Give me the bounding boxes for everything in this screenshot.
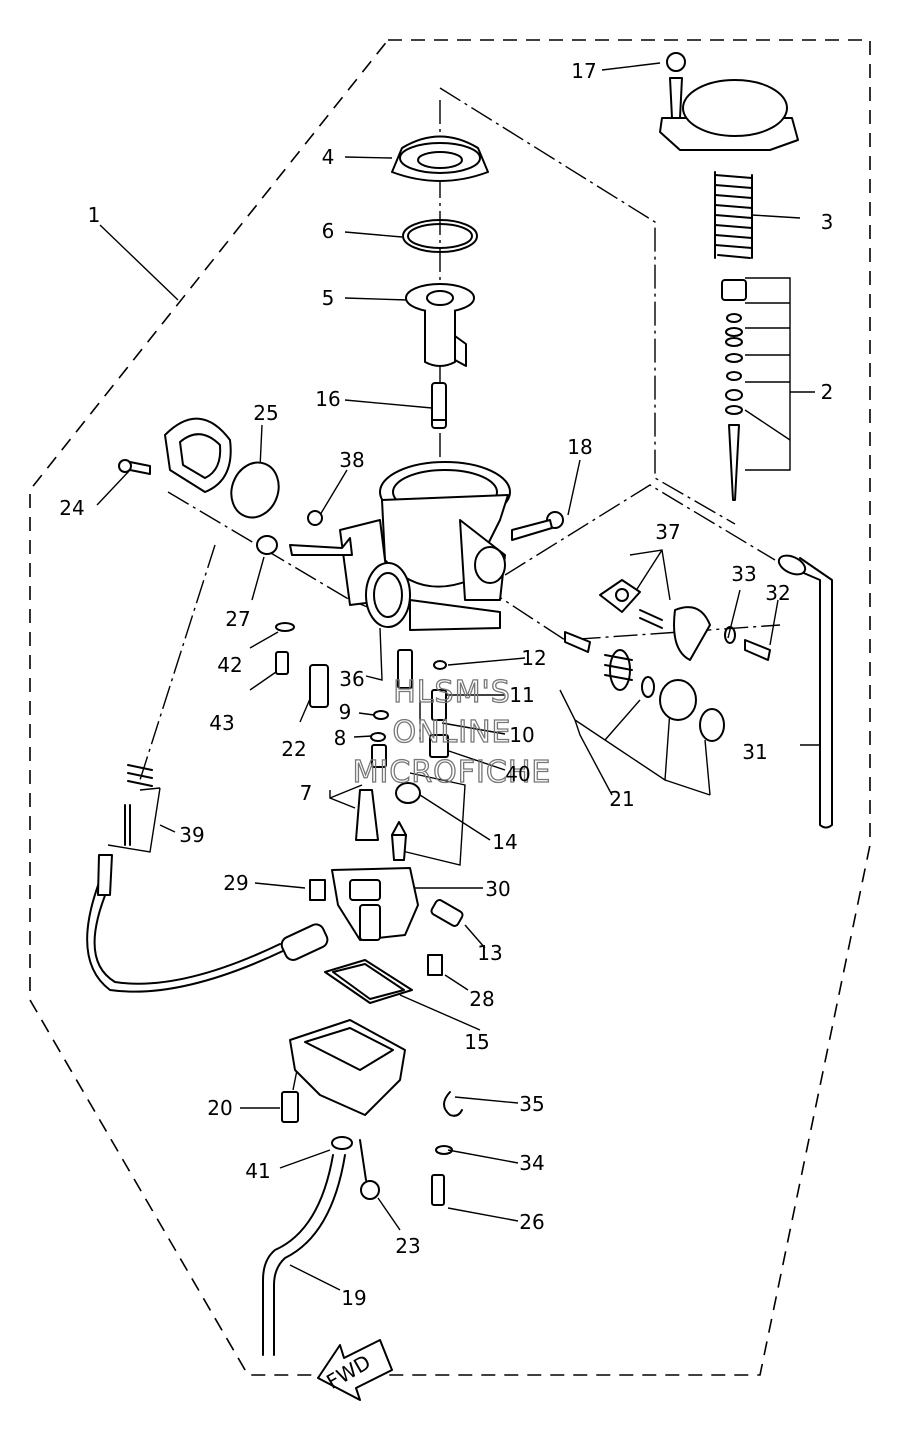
callout-35: 35 — [519, 1092, 544, 1116]
carburetor-body — [289, 461, 564, 631]
callout-22: 22 — [281, 737, 306, 761]
callout-38: 38 — [339, 448, 364, 472]
throttle-cable-39 — [86, 764, 329, 993]
gasket-25-and-27 — [164, 417, 280, 555]
callout-2: 2 — [821, 380, 834, 404]
needle-set-2 — [721, 279, 747, 501]
callout-21: 21 — [609, 787, 634, 811]
pilot-screw-parts — [564, 631, 725, 742]
watermark: HLSM'S ONLINE MICROFICHE — [352, 674, 552, 790]
drain-parts — [331, 1091, 463, 1206]
callout-36: 36 — [339, 667, 364, 691]
callout-1: 1 — [88, 203, 101, 227]
callout-7: 7 — [300, 781, 313, 805]
leader-lines — [96, 62, 820, 1291]
callout-20: 20 — [207, 1096, 232, 1120]
callout-5: 5 — [322, 286, 335, 310]
callout-18: 18 — [567, 435, 592, 459]
callout-32: 32 — [765, 581, 790, 605]
callout-14: 14 — [492, 830, 517, 854]
callout-17: 17 — [571, 59, 596, 83]
jets-and-washers — [275, 622, 449, 861]
float-chamber — [281, 1019, 406, 1200]
watermark-line2: ONLINE — [392, 715, 511, 750]
spring-3 — [714, 171, 753, 259]
drain-hose-19 — [262, 1154, 346, 1356]
callout-11: 11 — [509, 683, 534, 707]
callout-39: 39 — [179, 823, 204, 847]
callout-10: 10 — [509, 723, 534, 747]
callout-42: 42 — [217, 653, 242, 677]
float-gasket-15 — [324, 959, 413, 1004]
o-ring-6 — [402, 219, 478, 253]
callout-6: 6 — [322, 219, 335, 243]
screw-24 — [118, 459, 151, 475]
callout-12: 12 — [521, 646, 546, 670]
callout-3: 3 — [821, 210, 834, 234]
callout-27: 27 — [225, 607, 250, 631]
callout-33: 33 — [731, 562, 756, 586]
assembly-boundary — [29, 39, 871, 1376]
accelerator-pump-37 — [599, 579, 771, 661]
watermark-line3: MICROFICHE — [353, 755, 552, 790]
top-cover-17 — [659, 52, 799, 151]
diaphragm-cover-4 — [391, 135, 489, 182]
watermark-line1: HLSM'S — [393, 675, 511, 710]
float-30 — [309, 867, 464, 976]
piston-valve-5 — [405, 283, 475, 367]
callout-25: 25 — [253, 401, 278, 425]
callout-26: 26 — [519, 1210, 544, 1234]
callout-8: 8 — [334, 726, 347, 750]
callout-23: 23 — [395, 1234, 420, 1258]
callout-29: 29 — [223, 871, 248, 895]
vent-hose-31 — [777, 554, 833, 829]
callout-34: 34 — [519, 1151, 544, 1175]
callout-19: 19 — [341, 1286, 366, 1310]
callout-43: 43 — [209, 711, 234, 735]
callout-41: 41 — [245, 1159, 270, 1183]
callout-37: 37 — [655, 520, 680, 544]
callout-15: 15 — [464, 1030, 489, 1054]
callout-9: 9 — [339, 700, 352, 724]
callout-labels: 1 2 3 4 5 6 7 8 9 10 11 12 13 14 15 16 1… — [59, 59, 833, 1310]
callout-40: 40 — [505, 762, 530, 786]
callout-24: 24 — [59, 496, 84, 520]
needle-jet-16 — [431, 382, 447, 429]
callout-30: 30 — [485, 877, 510, 901]
callout-4: 4 — [322, 145, 335, 169]
callout-28: 28 — [469, 987, 494, 1011]
callout-31: 31 — [742, 740, 767, 764]
fwd-arrow — [317, 1339, 393, 1401]
callout-13: 13 — [477, 941, 502, 965]
callout-16: 16 — [315, 387, 340, 411]
